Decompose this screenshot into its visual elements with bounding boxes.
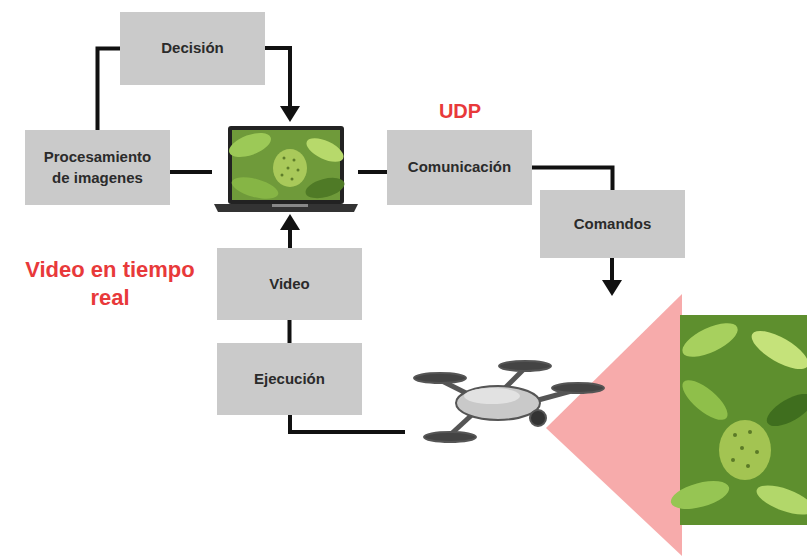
process-box: Procesamiento de imagenes [25,130,170,205]
box-label: Comandos [574,214,652,234]
camera-view-cone [546,294,682,556]
process-box: Video [217,248,362,320]
drone-to-execution-line [290,415,405,432]
arrow-head [280,214,300,230]
box-label: Procesamiento de imagenes [33,147,162,188]
video-to-laptop-line [288,228,292,248]
box-label: Ejecución [254,369,325,389]
connector-line [532,168,613,191]
processing-to-laptop-line [170,170,212,174]
drone-icon [414,361,604,442]
connector-line [98,49,121,131]
commands-to-drone-line [610,258,614,282]
box-label: Decisión [161,38,224,58]
arrow-head [280,106,300,122]
laptop-to-communication-line [358,170,387,174]
fruit-photo [668,315,807,525]
decision-to-laptop-line [265,48,290,110]
box-label: Comunicación [408,157,511,177]
process-box: Comunicación [387,130,532,205]
annotation-label: Video en tiempo real [4,256,216,311]
process-box: Decisión [120,12,265,85]
box-label: Video [269,274,310,294]
laptop-icon [214,126,358,212]
process-box: Comandos [540,190,685,258]
annotation-label: UDP [410,99,510,124]
connector-line [288,320,292,343]
process-box: Ejecución [217,343,362,415]
arrow-head [602,280,622,296]
